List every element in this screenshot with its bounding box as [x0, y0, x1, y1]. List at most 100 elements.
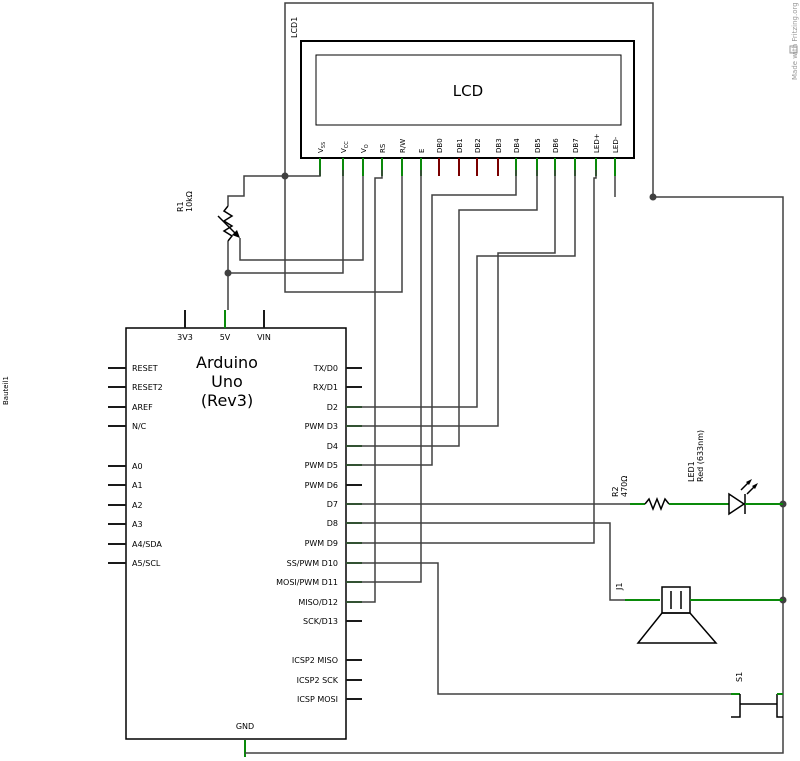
arduino-name-line-3: (Rev3) — [201, 391, 253, 410]
led1-value-label: Red (633nm) — [696, 430, 705, 482]
wire-r1-top — [227, 175, 285, 206]
wire-db6-to-d3 — [346, 170, 556, 427]
arduino-ref-label: Bauteil1 — [2, 376, 10, 405]
r1-ref-label: R1 — [176, 201, 185, 212]
arduino-right-pin-label: ICSP2 SCK — [297, 676, 339, 685]
lcd-body — [300, 40, 635, 159]
led1-light-arrowhead — [746, 479, 752, 485]
r1-value-label: 10kΩ — [185, 191, 194, 212]
arduino-top-pin-label: 5V — [220, 333, 231, 342]
led1-light-arrowhead — [752, 483, 758, 489]
lcd-pin-label: RS — [379, 143, 387, 153]
lcd-pin-label: VCC — [340, 141, 350, 153]
junction-dot — [281, 172, 289, 180]
pushbutton-s1: S1 — [731, 672, 783, 718]
wire-lcd-vcc-to-5v — [227, 170, 344, 310]
lcd-pin-label: VO — [360, 144, 370, 153]
fritzing-logo-icon — [789, 45, 798, 54]
lcd-ref-label: LCD1 — [290, 17, 299, 38]
lcd-pin-label: DB0 — [436, 138, 444, 153]
wire-db7-to-d2 — [346, 170, 576, 408]
arduino-right-pin-label: PWM D6 — [305, 481, 338, 490]
arduino-right-pin-label: D8 — [327, 519, 338, 528]
lcd-title: LCD — [453, 82, 483, 100]
speaker-j1: J1 — [615, 583, 783, 644]
lcd-pin-label: VSS — [317, 142, 327, 153]
arduino-left-pin-label: A3 — [132, 520, 143, 529]
lcd-pin-label-subscript: SS — [321, 142, 327, 148]
led1-ref-label: LED1 — [687, 461, 696, 482]
arduino-right-pin-label: D4 — [327, 442, 338, 451]
wire-db5-to-d4 — [346, 170, 538, 447]
speaker-cone — [636, 612, 718, 644]
arduino-right-pin-label: PWM D9 — [305, 539, 338, 548]
lcd-pin-label: DB6 — [552, 138, 560, 153]
arduino-right-pin-label: D2 — [327, 403, 338, 412]
arduino-right-pin-label: MOSI/PWM D11 — [276, 578, 338, 587]
led-d1: LED1 Red (633nm) — [687, 430, 783, 516]
lcd-pin-label: E — [418, 149, 426, 153]
arduino-left-pin-label: A1 — [132, 481, 143, 490]
lcd-pin-label: DB4 — [513, 138, 521, 153]
lcd-screen — [315, 54, 622, 126]
arduino-left-pin-label: A0 — [132, 462, 143, 471]
wire-lcd-vss-to-r1-and-led-minus — [245, 2, 784, 754]
switch-ref-label: S1 — [735, 672, 744, 682]
arduino-right-pin-label: ICSP2 MISO — [292, 656, 338, 665]
r2-resistor-zigzag — [644, 496, 670, 512]
wire-rs-to-d12 — [346, 170, 383, 603]
wires — [224, 2, 787, 754]
speaker-magnet-body — [661, 586, 691, 614]
arduino-left-pin-label: A2 — [132, 501, 143, 510]
lcd-pin-label-subscript: CC — [344, 141, 350, 148]
wire-db4-to-d5 — [346, 170, 517, 466]
wire-d8-to-speaker — [346, 522, 625, 601]
arduino-right-pin-label: SCK/D13 — [303, 617, 338, 626]
potentiometer-r1: R1 10kΩ — [176, 191, 240, 242]
arduino-right-pin-label: RX/D1 — [313, 383, 338, 392]
lcd-pin-label: LED+ — [593, 133, 601, 153]
arduino-right-pin-label: MISO/D12 — [298, 598, 338, 607]
arduino-right-pin-label: TX/D0 — [313, 364, 338, 373]
wire-e-to-d11 — [346, 170, 422, 583]
r1-wiper-arrowhead — [232, 230, 240, 238]
wire-r1-wiper-to-vo — [239, 176, 364, 261]
arduino-left-pin-label: N/C — [132, 422, 147, 431]
speaker-ref-label: J1 — [615, 583, 624, 591]
arduino-left-pin-label: RESET — [132, 364, 158, 373]
r2-value-label: 470Ω — [620, 476, 629, 497]
arduino-right-pin-label: PWM D3 — [305, 422, 338, 431]
arduino-name-line-2: Uno — [211, 372, 243, 391]
switch-contact-right — [776, 694, 783, 718]
arduino-left-pin-label: AREF — [132, 403, 153, 412]
arduino-body — [125, 327, 347, 740]
switch-contact-left — [731, 694, 741, 718]
resistor-r2: R2 470Ω — [611, 476, 705, 512]
arduino-left-pin-label: A4/SDA — [132, 540, 162, 549]
junction-dot — [224, 269, 232, 277]
lcd-pin-label: LED- — [612, 136, 620, 153]
lcd-pin-label-subscript: O — [364, 144, 370, 148]
lcd-pin-label: DB1 — [456, 138, 464, 153]
arduino-top-pin-label: VIN — [257, 333, 271, 342]
lcd-pin-label: DB5 — [534, 138, 542, 153]
arduino-right-pin-label: SS/PWM D10 — [287, 559, 338, 568]
wire-d10-to-switch — [346, 562, 731, 695]
arduino-top-pin-label: 3V3 — [177, 333, 193, 342]
lcd-pin-label: DB7 — [572, 138, 580, 153]
lcd-pin-label: DB2 — [474, 138, 482, 153]
arduino-left-pin-label: RESET2 — [132, 383, 163, 392]
lcd-pin-label: DB3 — [495, 138, 503, 153]
arduino-right-pin-label: ICSP MOSI — [297, 695, 338, 704]
arduino-gnd-label: GND — [236, 722, 254, 731]
arduino-left-pin-label: A5/SCL — [132, 559, 161, 568]
arduino-right-pin-label: PWM D5 — [305, 461, 338, 470]
junction-dot — [649, 193, 657, 201]
r1-resistor-zigzag — [222, 205, 234, 242]
r2-ref-label: R2 — [611, 486, 620, 497]
